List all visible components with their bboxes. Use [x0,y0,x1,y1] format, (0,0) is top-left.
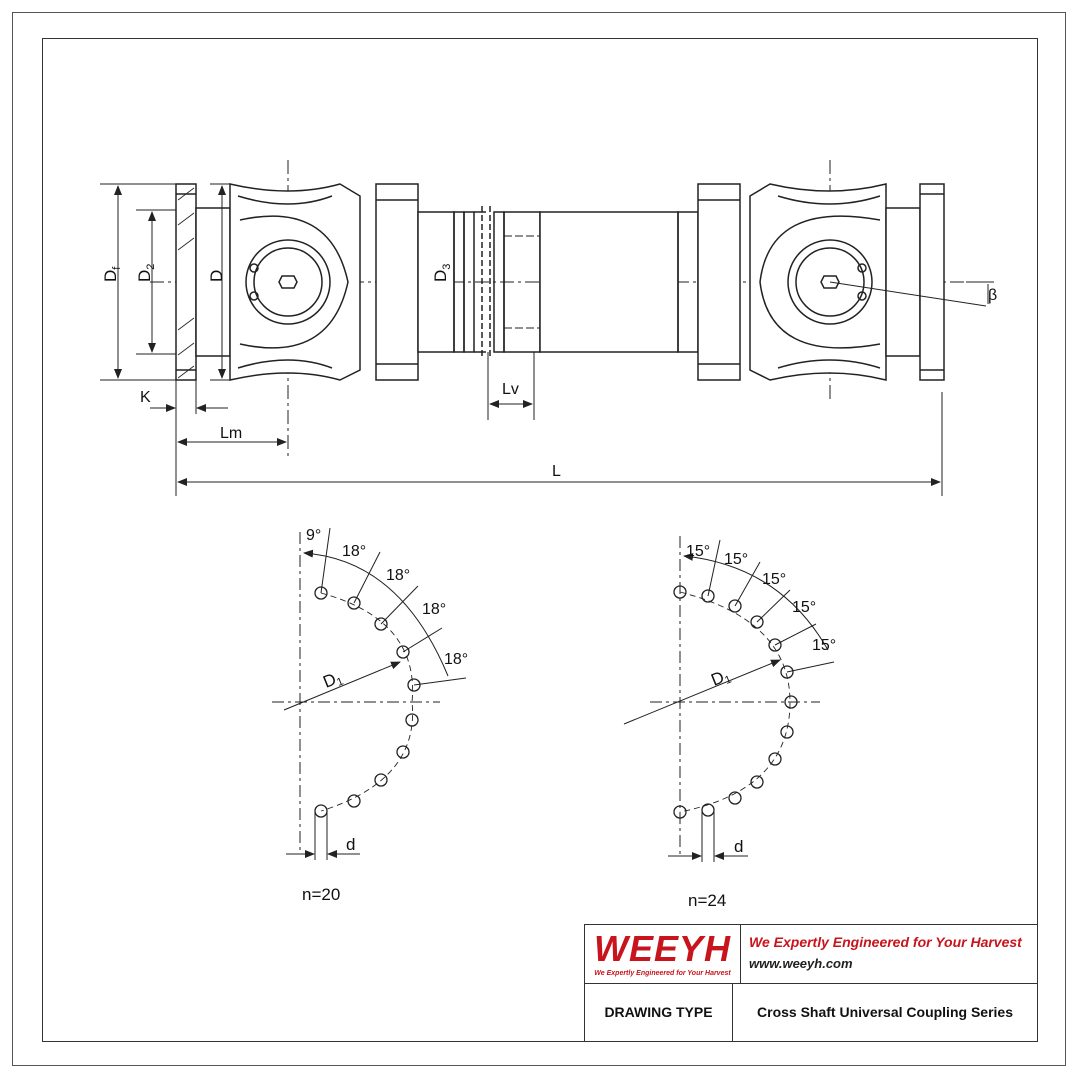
left-count-label: n=20 [302,885,340,904]
flange-right-labels: 15° 15° 15° 15° 15° D1 d n=24 [686,543,836,910]
website-link[interactable]: www.weeyh.com [749,956,853,971]
logo-tagline: We Expertly Engineered for Your Harvest [594,970,731,977]
d-label: D [207,270,226,282]
right-angle-0: 15° [686,543,710,560]
flange-right-pattern [623,536,835,862]
right-angle-4: 15° [812,637,836,654]
d2-label: D2 [135,264,157,282]
slogan-box: We Expertly Engineered for Your Harvest … [749,933,1035,974]
slogan: We Expertly Engineered for Your Harvest [749,934,1022,950]
d3-label: D3 [431,264,453,282]
inner-frame [42,38,1038,1042]
lv-label: Lv [502,381,519,398]
lm-label: Lm [220,425,242,442]
drawing-type-value: Cross Shaft Universal Coupling Series [757,1004,1013,1020]
k-label: K [140,389,151,406]
right-angle-3: 15° [792,599,816,616]
df-label: Df [101,266,123,282]
title-block-type-row: DRAWING TYPE Cross Shaft Universal Coupl… [585,984,1037,1041]
title-block-header: WEEYH We Expertly Engineered for Your Ha… [585,925,1037,984]
beta-label: β [988,287,997,304]
left-angle-2: 18° [386,567,410,584]
left-angle-1: 18° [342,543,366,560]
right-angle-2: 15° [762,571,786,588]
outer-frame [12,12,1066,1066]
drawing-type-label: DRAWING TYPE [585,984,733,1041]
right-hole-label: d [734,837,743,856]
left-angle-4: 18° [444,651,468,668]
l-label: L [552,463,561,480]
right-count-label: n=24 [688,891,726,910]
left-angle-3: 18° [422,601,446,618]
title-block: WEEYH We Expertly Engineered for Your Ha… [584,924,1038,1042]
flange-left-labels: 9° 18° 18° 18° 18° D1 d n=20 [302,527,468,904]
left-angle-0: 9° [306,527,321,544]
right-angle-1: 15° [724,551,748,568]
logo-wordmark: WEEYH [593,928,731,969]
coupling-side-view [150,160,994,460]
dimension-labels: Df D2 D D3 K Lm Lv L β [101,264,997,480]
left-hole-label: d [346,835,355,854]
flange-left-pattern [272,527,467,860]
dimension-lines [100,183,943,496]
brand-logo: WEEYH We Expertly Engineered for Your Ha… [585,925,741,984]
